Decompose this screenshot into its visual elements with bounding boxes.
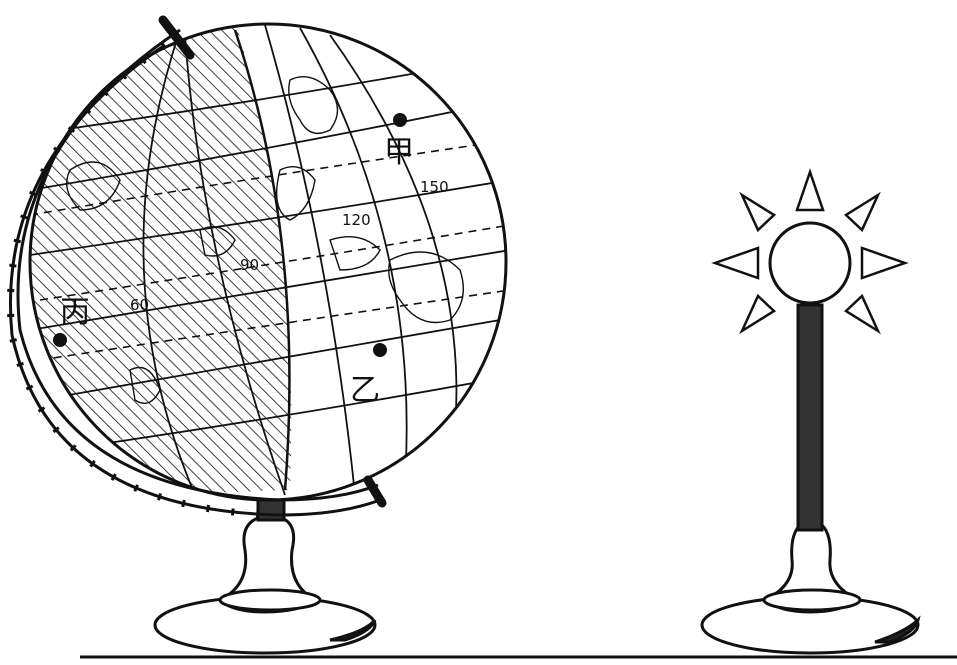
label-bing: 丙 bbox=[60, 295, 90, 330]
lamp-stem bbox=[798, 305, 822, 530]
label-longitude-60: 60 bbox=[130, 296, 149, 314]
label-jia: 甲 bbox=[384, 135, 414, 170]
globe bbox=[0, 0, 510, 500]
sun-lamp bbox=[702, 172, 918, 653]
point-yi-dot bbox=[373, 343, 387, 357]
globe-stand bbox=[155, 500, 375, 653]
label-longitude-150: 150 bbox=[420, 178, 449, 196]
sun-bulb bbox=[770, 223, 850, 303]
point-jia-dot bbox=[393, 113, 407, 127]
label-longitude-120: 120 bbox=[342, 211, 371, 229]
label-longitude-90: 90 bbox=[240, 256, 259, 274]
point-bing-dot bbox=[53, 333, 67, 347]
label-yi: 乙 bbox=[350, 373, 380, 408]
